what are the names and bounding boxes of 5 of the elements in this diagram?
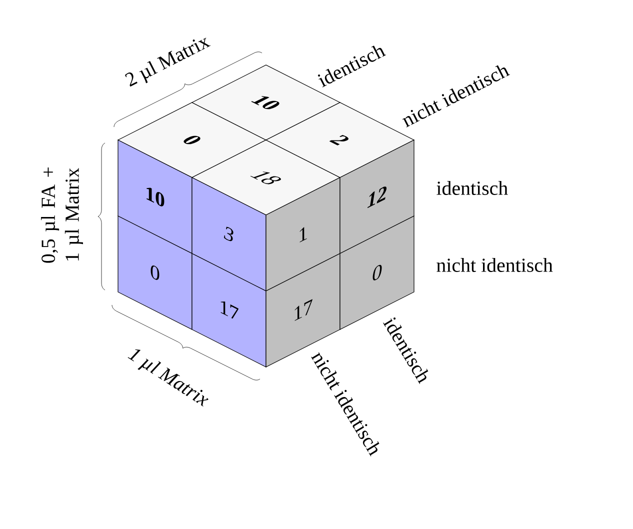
axis-label: 0,5 µl FA + 1 µl Matrix: [41, 167, 83, 263]
axis-label: nicht identisch: [436, 258, 553, 272]
cube-cell: 0: [118, 216, 192, 330]
axis-label: identisch: [436, 180, 508, 195]
cube-cell: 17: [192, 253, 266, 368]
